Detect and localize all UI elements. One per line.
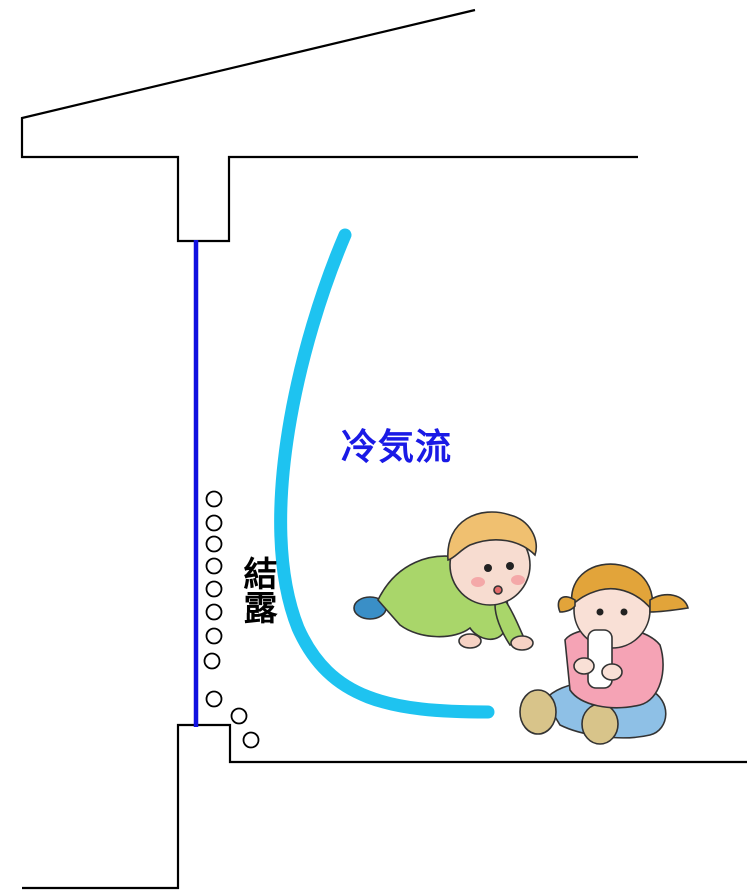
droplet	[205, 580, 223, 598]
baby-cheek	[511, 575, 525, 585]
droplet	[205, 490, 223, 508]
sitting-toddler-illustration	[519, 563, 689, 745]
roof-eave-line	[20, 8, 476, 243]
cold-airflow-curve	[274, 228, 495, 719]
droplet	[205, 557, 223, 575]
droplet	[205, 603, 223, 621]
condensation-droplets	[203, 490, 260, 749]
floor-line	[196, 723, 747, 764]
baby-eye	[484, 564, 492, 572]
droplet	[205, 627, 223, 645]
droplet	[230, 707, 248, 725]
toddler-hand	[573, 657, 595, 675]
toddler-pigtail	[557, 596, 576, 613]
toddler-hand	[601, 663, 623, 681]
condensation-label: 結露	[237, 556, 277, 624]
crawling-baby-illustration	[353, 511, 537, 651]
droplet	[203, 652, 221, 670]
droplet	[205, 514, 223, 532]
baby-mouth	[493, 585, 503, 595]
droplet	[242, 731, 260, 749]
baby-arm	[494, 598, 527, 646]
toddler-foot	[519, 689, 557, 735]
toddler-foot	[581, 703, 619, 745]
baby-hair	[447, 511, 537, 562]
ceiling-line	[196, 155, 638, 243]
droplet	[205, 535, 223, 553]
toddler-eye	[620, 608, 628, 616]
toddler-eye	[596, 608, 604, 616]
toddler-pigtail	[649, 593, 689, 613]
building-outline	[20, 8, 747, 890]
baby-eye	[506, 562, 514, 570]
baby-hand	[510, 635, 534, 651]
window-sill-lower	[22, 723, 196, 890]
baby-hand	[458, 633, 482, 649]
droplet	[205, 690, 223, 708]
cold-airflow-label: 冷気流	[341, 427, 453, 468]
baby-cheek	[471, 577, 485, 587]
